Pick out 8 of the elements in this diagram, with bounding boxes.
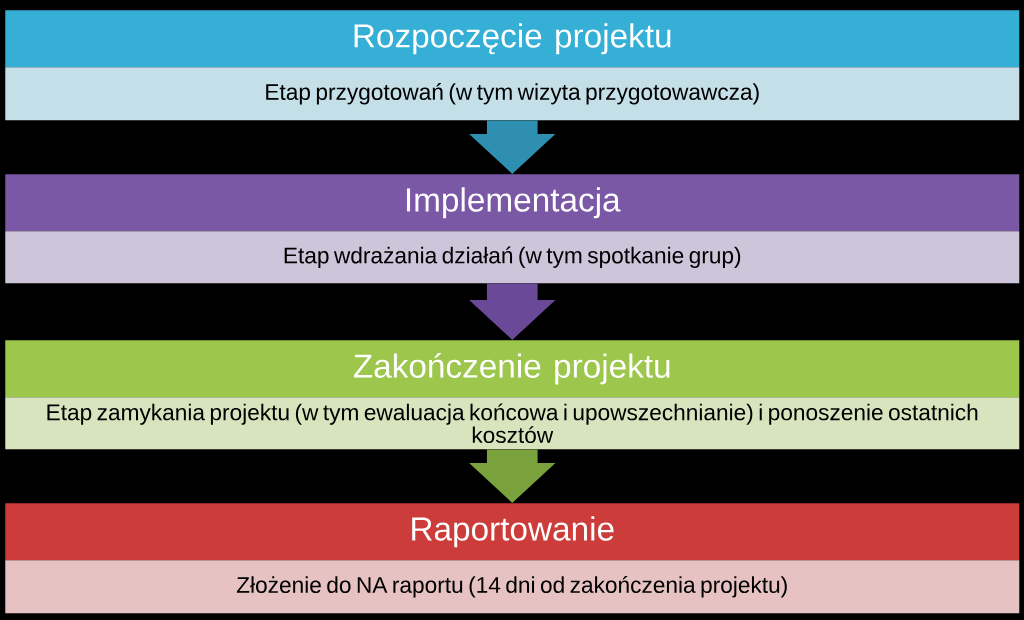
stage-header-band: Implementacja xyxy=(5,174,1020,232)
stage-description-band: Etap wdrażania działań (w tym spotkanie grup) xyxy=(5,231,1020,284)
stage-description-band: Złożenie do NA raportu (14 dni od zakończenia projektu) xyxy=(5,560,1020,614)
stage-header-band: Raportowanie xyxy=(5,503,1020,561)
stage-description-band: Etap przygotowań (w tym wizyta przygotowawcza) xyxy=(5,67,1020,121)
stage-header-band: Rozpoczęcie projektu xyxy=(5,10,1020,68)
stage-description-band: Etap zamykania projektu (w tym ewaluacja końcowa i upowszechnianie) i ponoszenie ostatnich kosztów xyxy=(5,397,1020,450)
stage-header-band: Zakończenie projektu xyxy=(5,340,1020,398)
